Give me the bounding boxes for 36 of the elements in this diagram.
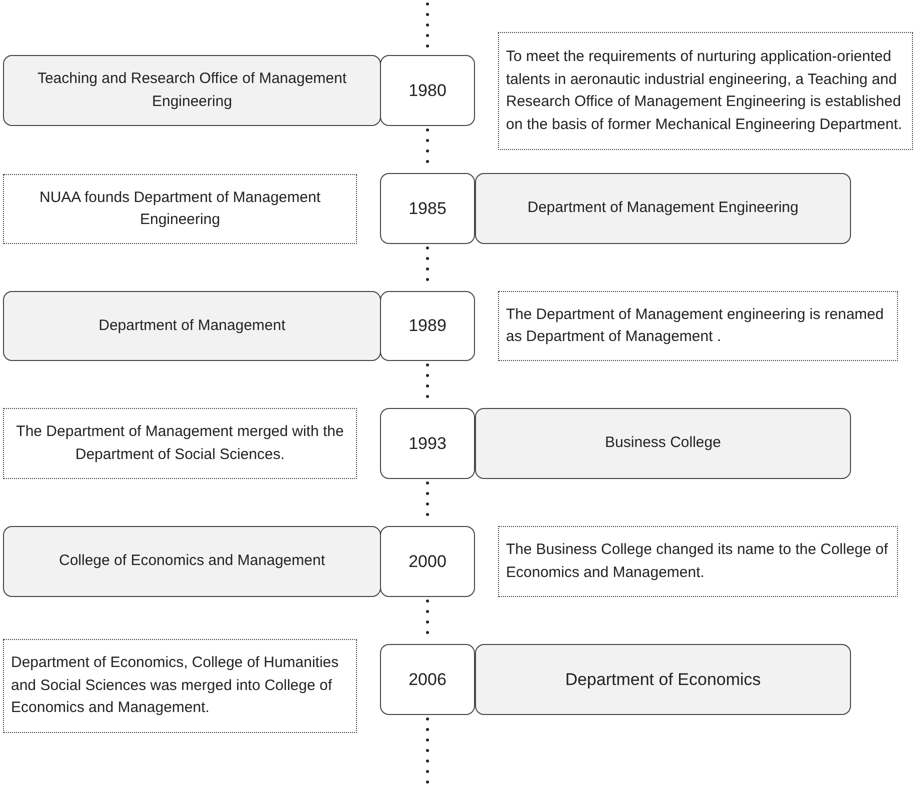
note-box — [498, 32, 913, 150]
event-box — [3, 55, 381, 126]
year-box — [380, 644, 475, 715]
year-label: 2006 — [408, 668, 446, 691]
note-text: NUAA founds Department of Management Engineering — [38, 188, 322, 230]
event-box — [475, 644, 851, 715]
note-box — [3, 408, 357, 479]
year-box — [380, 526, 475, 597]
year-label: 1985 — [408, 198, 446, 220]
event-label: Department of Economics — [565, 668, 761, 691]
year-box — [380, 173, 475, 244]
event-label: Business College — [605, 433, 721, 454]
note-text: To meet the requirements of nurturing application-oriented talents in aeronautic industrial engineering, a Teaching and Research Office of Management Engineering is established on the basis of former Mechanical Engineering Department. — [506, 47, 904, 134]
event-box — [475, 173, 851, 244]
event-label: Teaching and Research Office of Management Engineering — [36, 69, 348, 112]
year-box — [380, 291, 475, 361]
note-box — [3, 639, 357, 733]
event-label: College of Economics and Management — [59, 551, 325, 572]
year-label: 1989 — [408, 315, 446, 338]
event-box — [3, 526, 381, 597]
year-box — [380, 408, 475, 479]
year-label: 2000 — [408, 550, 446, 573]
year-box — [380, 55, 475, 126]
event-label: Department of Management Engineering — [528, 198, 798, 218]
year-label: 1980 — [408, 80, 446, 102]
note-text: The Department of Management engineering is renamed as Department of Management . — [506, 304, 885, 347]
note-text: The Department of Management merged with the Department of Social Sciences. — [15, 422, 345, 464]
note-box — [498, 526, 898, 597]
note-box — [498, 291, 898, 361]
event-box — [475, 408, 851, 479]
event-label: Department of Management — [98, 316, 286, 336]
event-box — [3, 291, 381, 361]
year-label: 1993 — [408, 432, 446, 455]
note-box — [3, 174, 357, 244]
note-text: The Business College changed its name to the College of Economics and Management. — [506, 540, 889, 582]
note-text: Department of Economics, College of Humanities and Social Sciences was merged into College of Economics and Management. — [11, 653, 340, 718]
